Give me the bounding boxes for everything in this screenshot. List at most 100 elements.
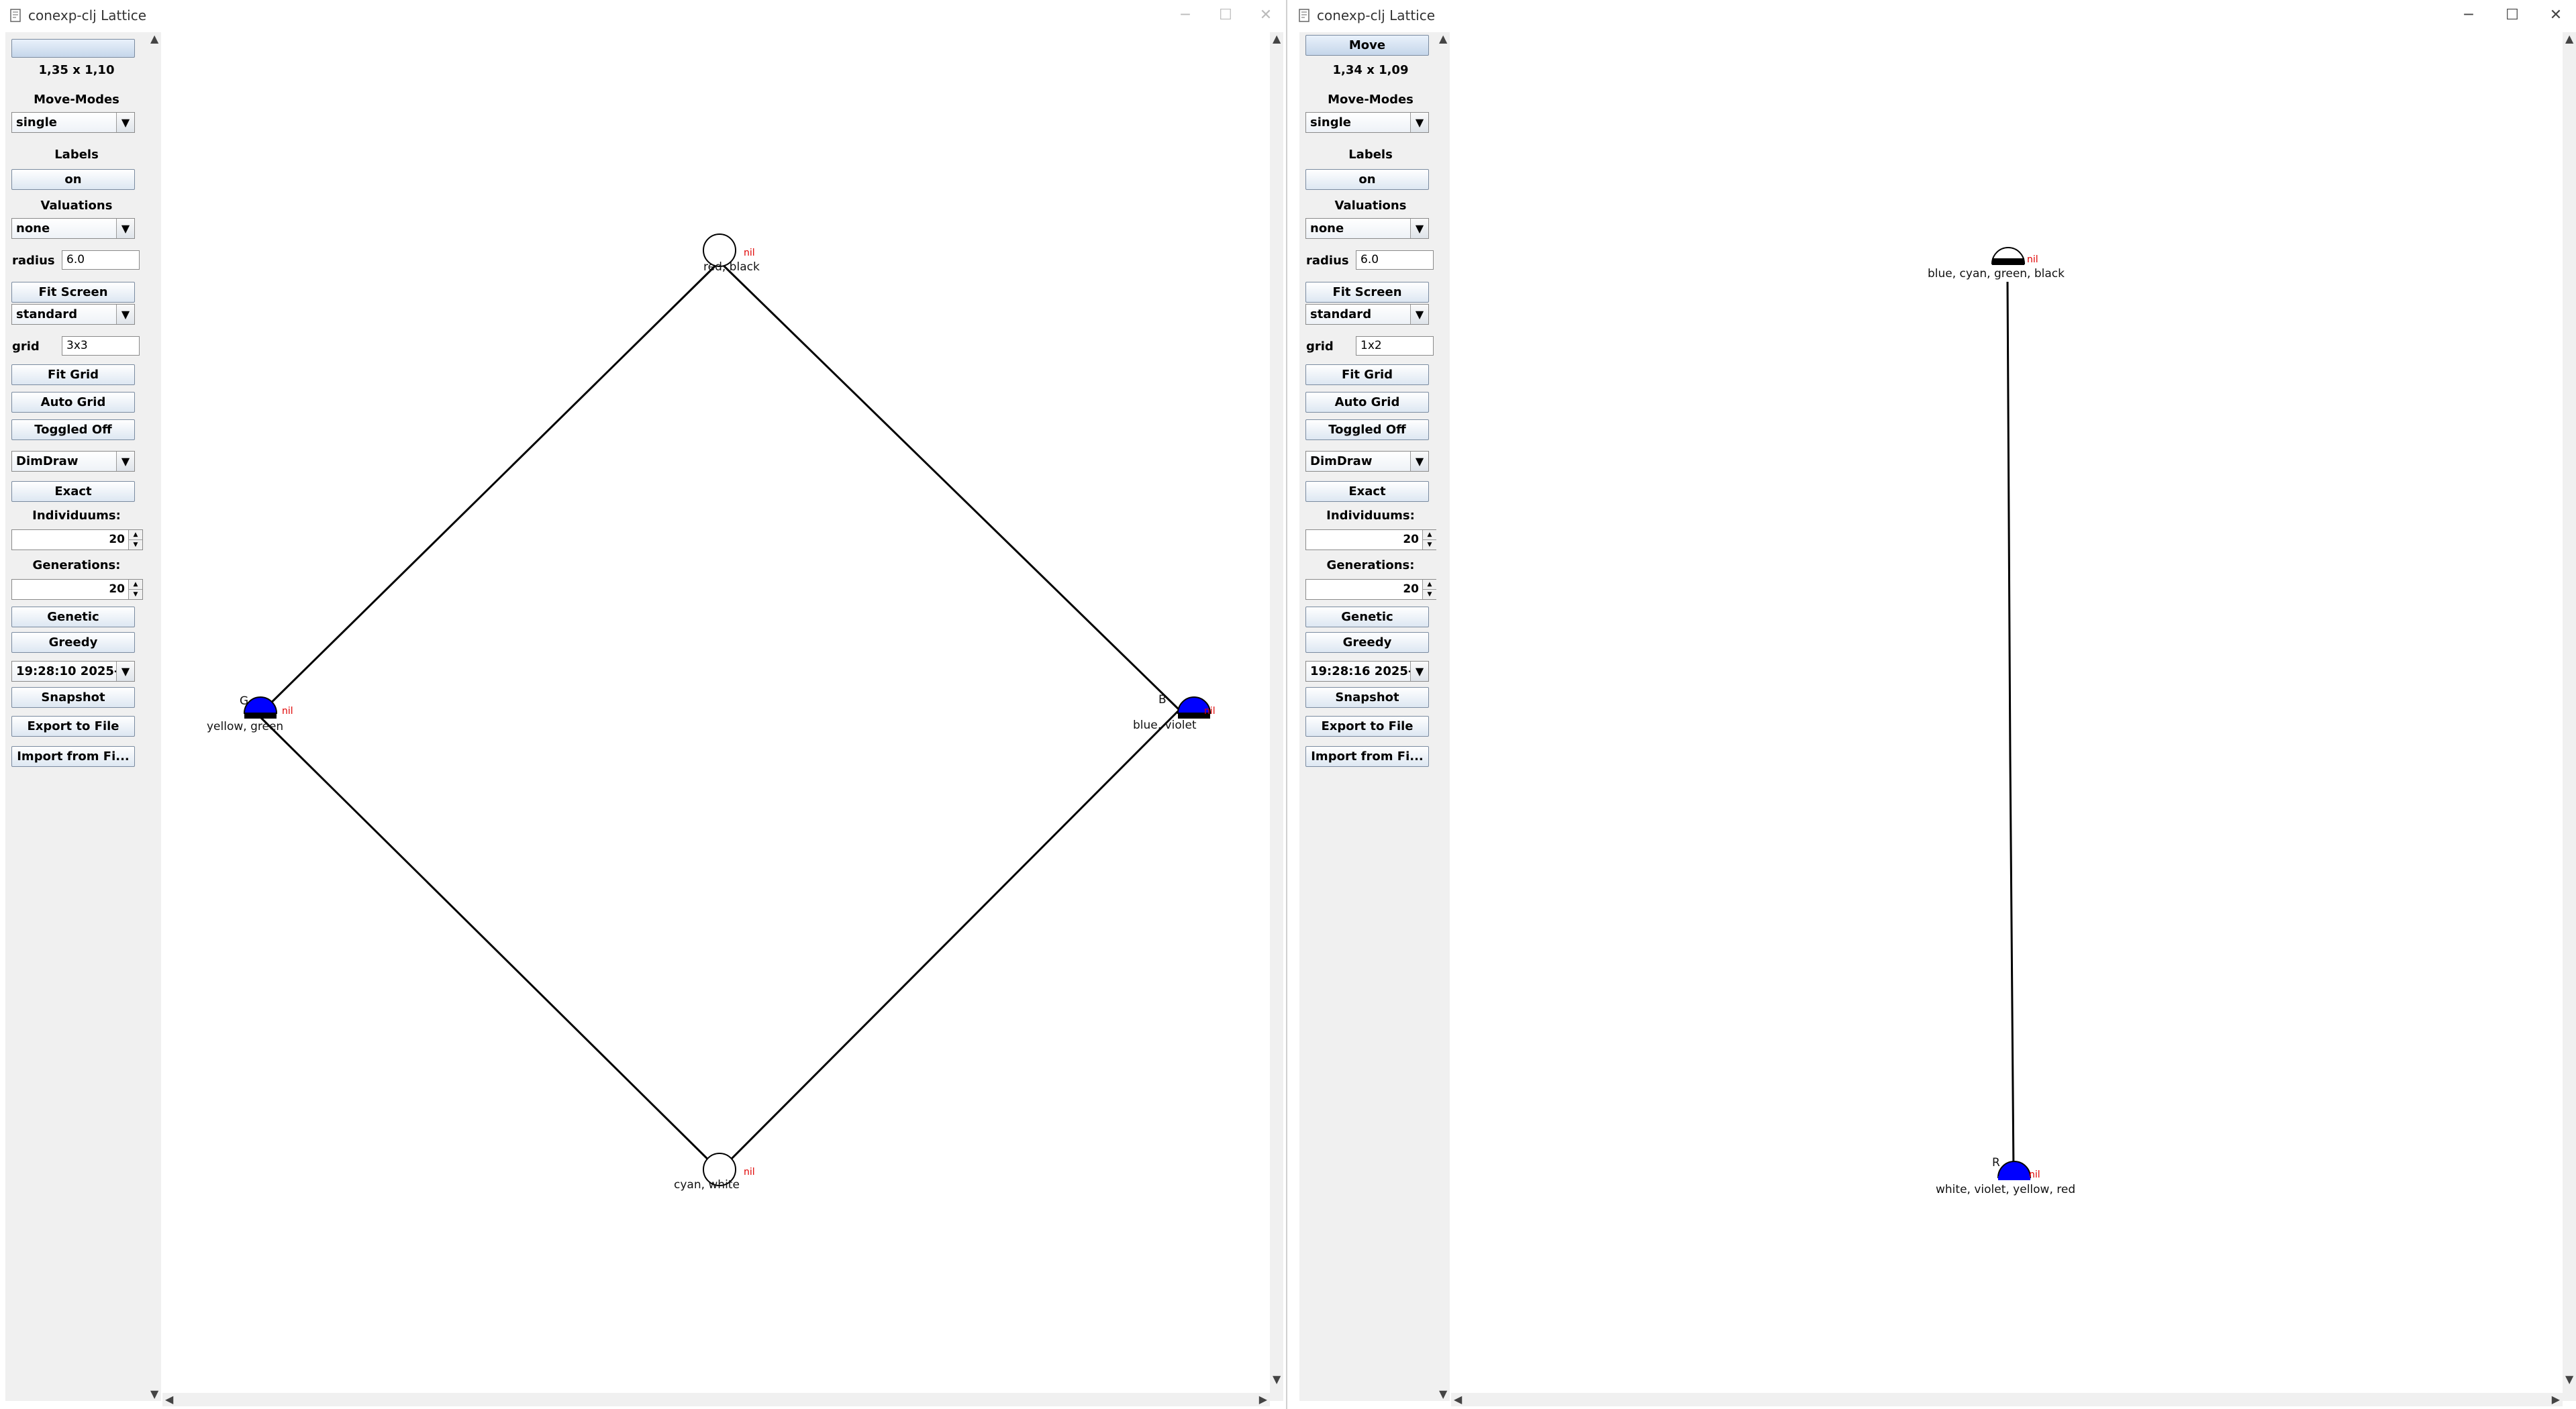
scroll-right-icon[interactable]: ▶ [1258, 1393, 1267, 1406]
move-mode-select[interactable]: single▼ [11, 112, 135, 133]
canvas-vertical-scrollbar[interactable]: ▲ ▼ [2563, 32, 2576, 1401]
scroll-up-icon[interactable]: ▲ [150, 32, 159, 45]
window-title: conexp-clj Lattice [1317, 7, 1436, 23]
lattice-node-right[interactable]: B nil blue, violet [1133, 693, 1216, 732]
fit-grid-button[interactable]: Fit Grid [1305, 364, 1429, 385]
minimize-icon[interactable]: ─ [1181, 7, 1190, 23]
lattice-node-bottom[interactable]: R nil white, violet, yellow, red [1936, 1156, 2075, 1196]
genetic-button[interactable]: Genetic [11, 607, 135, 627]
scroll-up-icon[interactable]: ▲ [1273, 32, 1281, 45]
individuums-stepper[interactable]: 20 ▲ ▼ [11, 529, 143, 550]
move-modes-label: Move-Modes [34, 93, 119, 107]
radius-input[interactable]: 6.0 [62, 250, 140, 270]
export-button[interactable]: Export to File [11, 716, 135, 737]
generations-stepper[interactable]: 20 ▲ ▼ [1305, 579, 1437, 600]
close-icon[interactable]: ✕ [1259, 7, 1273, 23]
canvas-horizontal-scrollbar[interactable]: ◀ ▶ [162, 1393, 1270, 1406]
node-label: blue, cyan, green, black [1928, 267, 2065, 280]
scroll-left-icon[interactable]: ◀ [1454, 1393, 1463, 1406]
exact-button[interactable]: Exact [11, 481, 135, 502]
stepper-down-icon[interactable]: ▼ [128, 590, 142, 599]
title-bar: conexp-clj Lattice ─ ☐ ✕ [0, 0, 1286, 30]
minimize-icon[interactable]: ─ [2464, 7, 2473, 23]
panel-scrollbar[interactable]: ▲ ▼ [1436, 32, 1450, 1401]
scroll-up-icon[interactable]: ▲ [2565, 32, 2574, 45]
algorithm-select[interactable]: DimDraw▼ [1305, 451, 1429, 472]
layout-select[interactable]: standard▼ [1305, 304, 1429, 325]
snapshot-select[interactable]: 19:28:10 2025-...▼ [11, 661, 135, 682]
labels-label: Labels [54, 148, 99, 162]
stepper-down-icon[interactable]: ▼ [1422, 540, 1436, 550]
toggled-off-button[interactable]: Toggled Off [1305, 419, 1429, 440]
move-button[interactable]: Move [1305, 35, 1429, 56]
generations-stepper[interactable]: 20 ▲ ▼ [11, 579, 143, 600]
fit-screen-button[interactable]: Fit Screen [11, 282, 135, 303]
canvas-vertical-scrollbar[interactable]: ▲ ▼ [1270, 32, 1283, 1401]
scroll-up-icon[interactable]: ▲ [1439, 32, 1448, 45]
lattice-node-top[interactable]: nil red, black [703, 233, 760, 274]
chevron-down-icon[interactable]: ▼ [116, 305, 134, 324]
close-icon[interactable]: ✕ [2549, 7, 2563, 23]
java-app-icon [10, 9, 21, 22]
greedy-button[interactable]: Greedy [11, 632, 135, 653]
maximize-icon[interactable]: ☐ [2506, 7, 2519, 23]
scroll-down-icon[interactable]: ▼ [1273, 1373, 1281, 1386]
fit-grid-button[interactable]: Fit Grid [11, 364, 135, 385]
snapshot-button[interactable]: Snapshot [11, 687, 135, 708]
algorithm-select[interactable]: DimDraw▼ [11, 451, 135, 472]
scroll-right-icon[interactable]: ▶ [2551, 1393, 2560, 1406]
move-button[interactable] [11, 39, 135, 58]
edge [2006, 281, 2015, 1173]
scroll-down-icon[interactable]: ▼ [1439, 1388, 1448, 1400]
stepper-up-icon[interactable]: ▲ [1422, 580, 1436, 590]
labels-toggle-button[interactable]: on [11, 169, 135, 190]
exact-button[interactable]: Exact [1305, 481, 1429, 502]
import-button[interactable]: Import from Fi... [1305, 746, 1429, 767]
greedy-button[interactable]: Greedy [1305, 632, 1429, 653]
stepper-up-icon[interactable]: ▲ [128, 580, 142, 590]
chevron-down-icon[interactable]: ▼ [1410, 305, 1428, 324]
layout-select[interactable]: standard▼ [11, 304, 135, 325]
panel-scrollbar[interactable]: ▲ ▼ [148, 32, 161, 1401]
lattice-node-bottom[interactable]: nil cyan, white [674, 1153, 755, 1192]
chevron-down-icon[interactable]: ▼ [116, 452, 134, 471]
grid-input[interactable]: 3x3 [62, 336, 140, 356]
scroll-left-icon[interactable]: ◀ [165, 1393, 174, 1406]
move-mode-select[interactable]: single▼ [1305, 112, 1429, 133]
valuation-select[interactable]: none▼ [11, 218, 135, 239]
individuums-stepper[interactable]: 20 ▲ ▼ [1305, 529, 1437, 550]
chevron-down-icon[interactable]: ▼ [1410, 452, 1428, 471]
chevron-down-icon[interactable]: ▼ [116, 219, 134, 238]
chevron-down-icon[interactable]: ▼ [1410, 219, 1428, 238]
stepper-up-icon[interactable]: ▲ [1422, 530, 1436, 540]
grid-label: grid [12, 340, 40, 354]
lattice-canvas[interactable]: nil red, black G nil yellow, green B nil… [162, 32, 1270, 1388]
chevron-down-icon[interactable]: ▼ [116, 113, 134, 132]
auto-grid-button[interactable]: Auto Grid [11, 392, 135, 413]
snapshot-button[interactable]: Snapshot [1305, 687, 1429, 708]
labels-toggle-button[interactable]: on [1305, 169, 1429, 190]
valuation-select[interactable]: none▼ [1305, 218, 1429, 239]
fit-screen-button[interactable]: Fit Screen [1305, 282, 1429, 303]
stepper-down-icon[interactable]: ▼ [128, 540, 142, 550]
lattice-node-top[interactable]: nil blue, cyan, green, black [1928, 247, 2065, 280]
toggled-off-button[interactable]: Toggled Off [11, 419, 135, 440]
snapshot-select[interactable]: 19:28:16 2025-...▼ [1305, 661, 1429, 682]
chevron-down-icon[interactable]: ▼ [1410, 662, 1428, 681]
lattice-node-left[interactable]: G nil yellow, green [207, 694, 293, 733]
stepper-up-icon[interactable]: ▲ [128, 530, 142, 540]
export-button[interactable]: Export to File [1305, 716, 1429, 737]
genetic-button[interactable]: Genetic [1305, 607, 1429, 627]
scroll-down-icon[interactable]: ▼ [150, 1388, 159, 1400]
radius-input[interactable]: 6.0 [1356, 250, 1434, 270]
chevron-down-icon[interactable]: ▼ [1410, 113, 1428, 132]
grid-input[interactable]: 1x2 [1356, 336, 1434, 356]
lattice-canvas[interactable]: nil blue, cyan, green, black R nil white… [1451, 32, 2560, 1388]
stepper-down-icon[interactable]: ▼ [1422, 590, 1436, 599]
scroll-down-icon[interactable]: ▼ [2565, 1373, 2574, 1386]
import-button[interactable]: Import from Fi... [11, 746, 135, 767]
maximize-icon[interactable]: ☐ [1219, 7, 1232, 23]
canvas-horizontal-scrollbar[interactable]: ◀ ▶ [1451, 1393, 2563, 1406]
auto-grid-button[interactable]: Auto Grid [1305, 392, 1429, 413]
chevron-down-icon[interactable]: ▼ [116, 662, 134, 681]
